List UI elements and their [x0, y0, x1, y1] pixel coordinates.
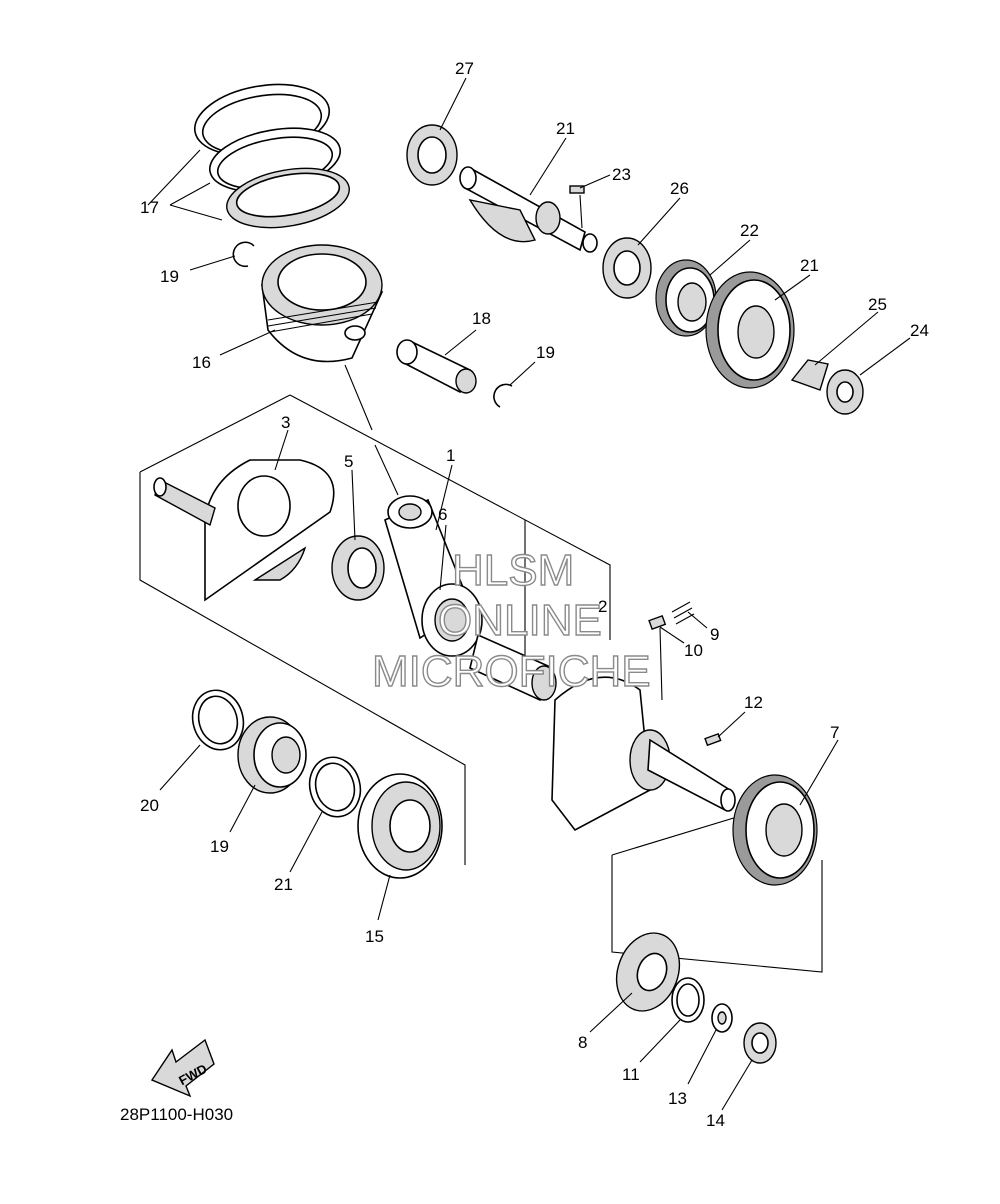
balancer-shaft-part [459, 166, 598, 253]
callout-3: 3 [281, 413, 290, 432]
key-part-25 [569, 185, 585, 194]
watermark-line-2: ONLINE [438, 596, 602, 645]
watermark: HLSM ONLINE MICROFICHE [371, 545, 651, 696]
sleeve-part-20 [237, 716, 307, 794]
circlip-part-21-left [191, 689, 245, 751]
leader-lines [159, 77, 911, 1111]
nut-part-14 [743, 1022, 777, 1064]
callout-15: 15 [365, 927, 384, 946]
washer-part-13 [711, 1003, 733, 1033]
watermark-line-3: MICROFICHE [372, 647, 651, 696]
callout-25: 23 [612, 165, 631, 184]
callout-28: 26 [670, 179, 689, 198]
circlip-part-upper [232, 241, 255, 268]
callout-12: 12 [744, 693, 763, 712]
lock-washer-part-27 [790, 359, 829, 391]
assembly-frame-crankshaft [139, 394, 611, 865]
callout-19-upper: 19 [160, 267, 179, 286]
bearing-part-28 [602, 237, 652, 299]
callout-27: 25 [868, 295, 887, 314]
bearing-part-29 [406, 124, 458, 186]
callout-18: 18 [472, 309, 491, 328]
callout-21-right: 21 [274, 875, 293, 894]
diagram-code: 28P1100-H030 [120, 1105, 233, 1124]
callout-8: 8 [578, 1033, 587, 1052]
callout-14: 14 [706, 1111, 725, 1130]
callout-22: 21 [556, 119, 575, 138]
nut-part-26 [826, 369, 864, 415]
fwd-arrow-icon: FWD [150, 1038, 215, 1098]
crank-right-part [551, 676, 736, 832]
callout-10: 10 [684, 641, 703, 660]
callout-2: 2 [598, 597, 607, 616]
callout-1: 1 [446, 446, 455, 465]
callouts: 27 21 23 26 22 21 25 24 17 19 16 18 19 3… [140, 59, 929, 1130]
spring-part-9 [671, 601, 695, 625]
callout-29: 27 [455, 59, 474, 78]
primary-gear-part [732, 774, 818, 886]
circlip-part-21-right [308, 756, 362, 818]
key-part-12 [704, 732, 722, 747]
needle-bearing-part [331, 535, 385, 601]
callout-19-lower: 19 [536, 343, 555, 362]
callout-24: 22 [740, 221, 759, 240]
circlip-part-lower [493, 383, 513, 408]
callout-16: 16 [192, 353, 211, 372]
piston-rings-part [147, 83, 350, 229]
callout-13: 13 [668, 1089, 687, 1108]
callout-7: 7 [830, 723, 839, 742]
gear-part-23 [705, 271, 795, 389]
callout-5: 5 [344, 452, 353, 471]
watermark-line-1: HLSM [452, 546, 574, 595]
callout-21-left: 20 [140, 796, 159, 815]
callout-17: 17 [140, 198, 159, 217]
callout-6: 6 [438, 505, 447, 524]
callout-11: 11 [622, 1065, 640, 1084]
callout-20: 19 [210, 837, 229, 856]
piston-part [261, 244, 384, 363]
crank-pin-part [469, 633, 557, 702]
bearing-part-15 [357, 773, 443, 879]
circlip-part-11 [671, 977, 705, 1023]
connecting-rod-part [384, 495, 483, 657]
plate-part-8 [615, 932, 681, 1012]
pin-part-10 [648, 614, 667, 630]
gear-part-24 [655, 259, 717, 337]
callout-23: 21 [800, 256, 819, 275]
callout-9: 9 [710, 625, 719, 644]
callout-26: 24 [910, 321, 929, 340]
crank-left-part [153, 459, 335, 602]
piston-pin-part [396, 339, 477, 394]
